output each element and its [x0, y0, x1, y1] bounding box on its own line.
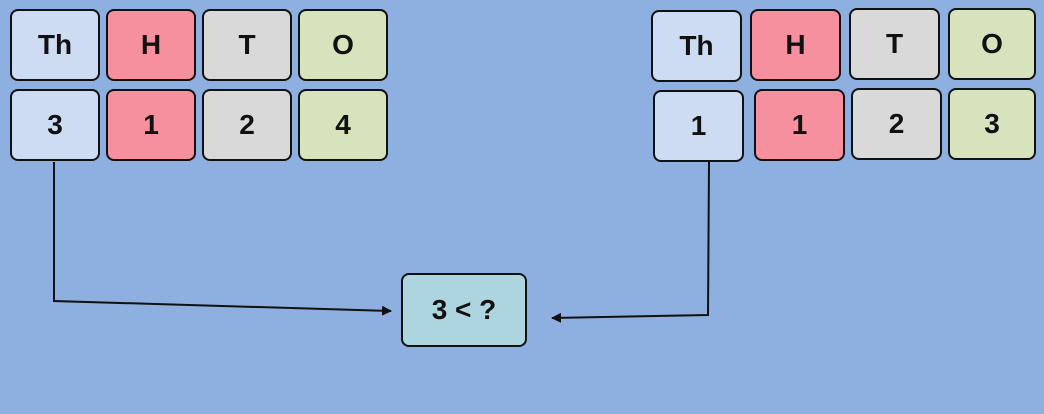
right-digit-ones: 3	[948, 88, 1036, 160]
left-digit-thousands: 3	[10, 89, 100, 161]
right-header-ones: O	[948, 8, 1036, 80]
right-thousands-arrow	[551, 161, 710, 323]
left-digit-tens: 2	[202, 89, 292, 161]
left-header-thousands: Th	[10, 9, 100, 81]
right-digit-tens: 2	[851, 88, 942, 160]
right-header-tens: T	[849, 8, 940, 80]
right-digit-thousands: 1	[653, 90, 744, 162]
right-header-hundreds: H	[750, 9, 841, 81]
left-digit-ones: 4	[298, 89, 388, 161]
left-header-ones: O	[298, 9, 388, 81]
comparison-box: 3 < ?	[401, 273, 527, 347]
right-header-thousands: Th	[651, 10, 742, 82]
left-header-hundreds: H	[106, 9, 196, 81]
left-digit-hundreds: 1	[106, 89, 196, 161]
left-header-tens: T	[202, 9, 292, 81]
right-digit-hundreds: 1	[754, 89, 845, 161]
left-thousands-arrow	[53, 162, 392, 316]
